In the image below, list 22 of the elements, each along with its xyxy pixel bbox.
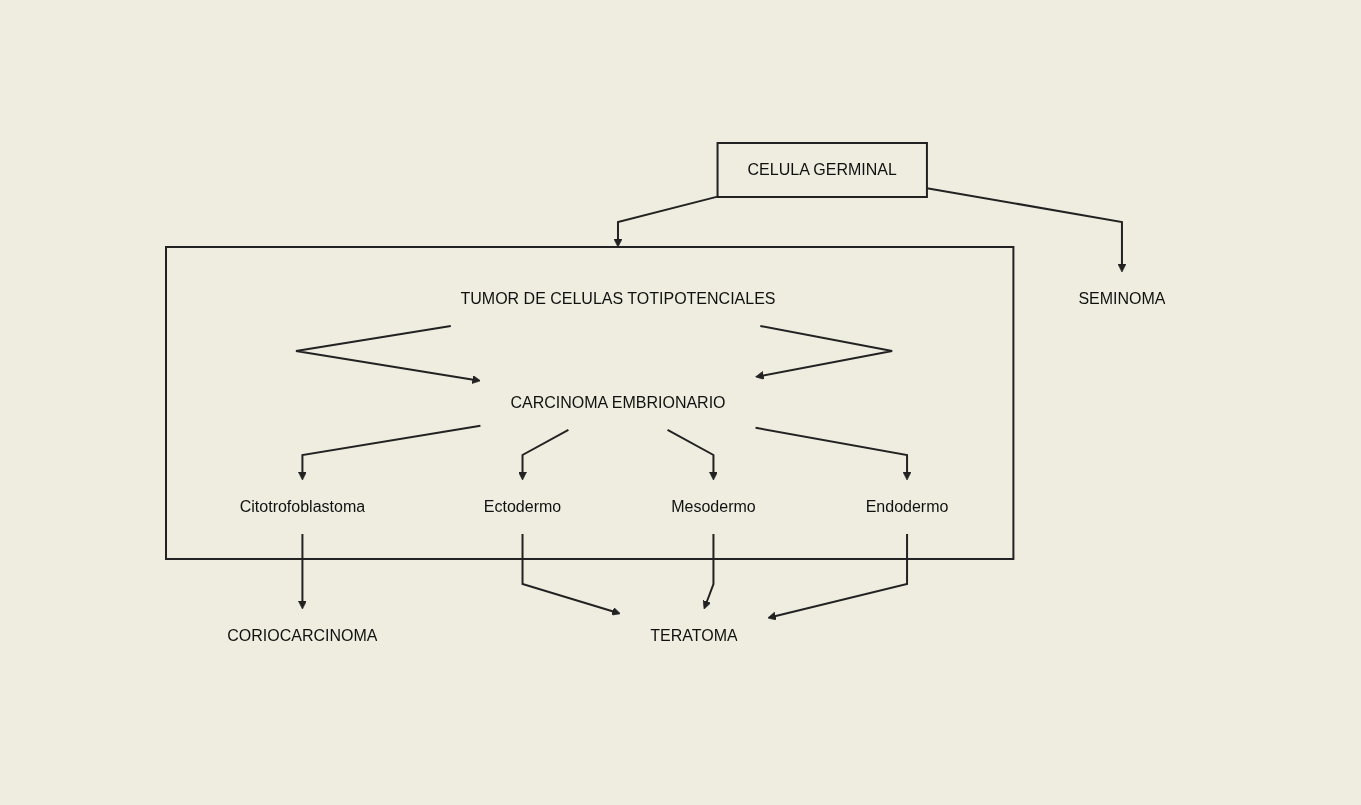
arrow: [754, 426, 912, 480]
node-text: Citotrofoblastoma: [239, 497, 365, 515]
arrow: [297, 424, 482, 480]
arrow: [517, 428, 570, 480]
arrow: [521, 532, 621, 616]
arrow: [666, 428, 718, 480]
node-text: TERATOMA: [650, 626, 738, 644]
arrow: [613, 195, 719, 247]
arrow: [702, 532, 715, 609]
node-text: CORIOCARCINOMA: [227, 626, 378, 644]
arrow: [297, 532, 307, 609]
node-text: TUMOR DE CELULAS TOTIPOTENCIALES: [460, 289, 776, 307]
arrow: [294, 324, 481, 384]
node-text: SEMINOMA: [1078, 289, 1166, 307]
arrow: [767, 532, 908, 620]
cluster: [164, 245, 1015, 560]
node-text: Endodermo: [865, 497, 949, 515]
node-text: Ectodermo: [483, 497, 561, 515]
node-text: Mesodermo: [670, 497, 756, 515]
node-text: CARCINOMA EMBRIONARIO: [510, 393, 726, 411]
arrow: [754, 324, 893, 380]
node-box: CELULA GERMINAL: [716, 141, 928, 198]
